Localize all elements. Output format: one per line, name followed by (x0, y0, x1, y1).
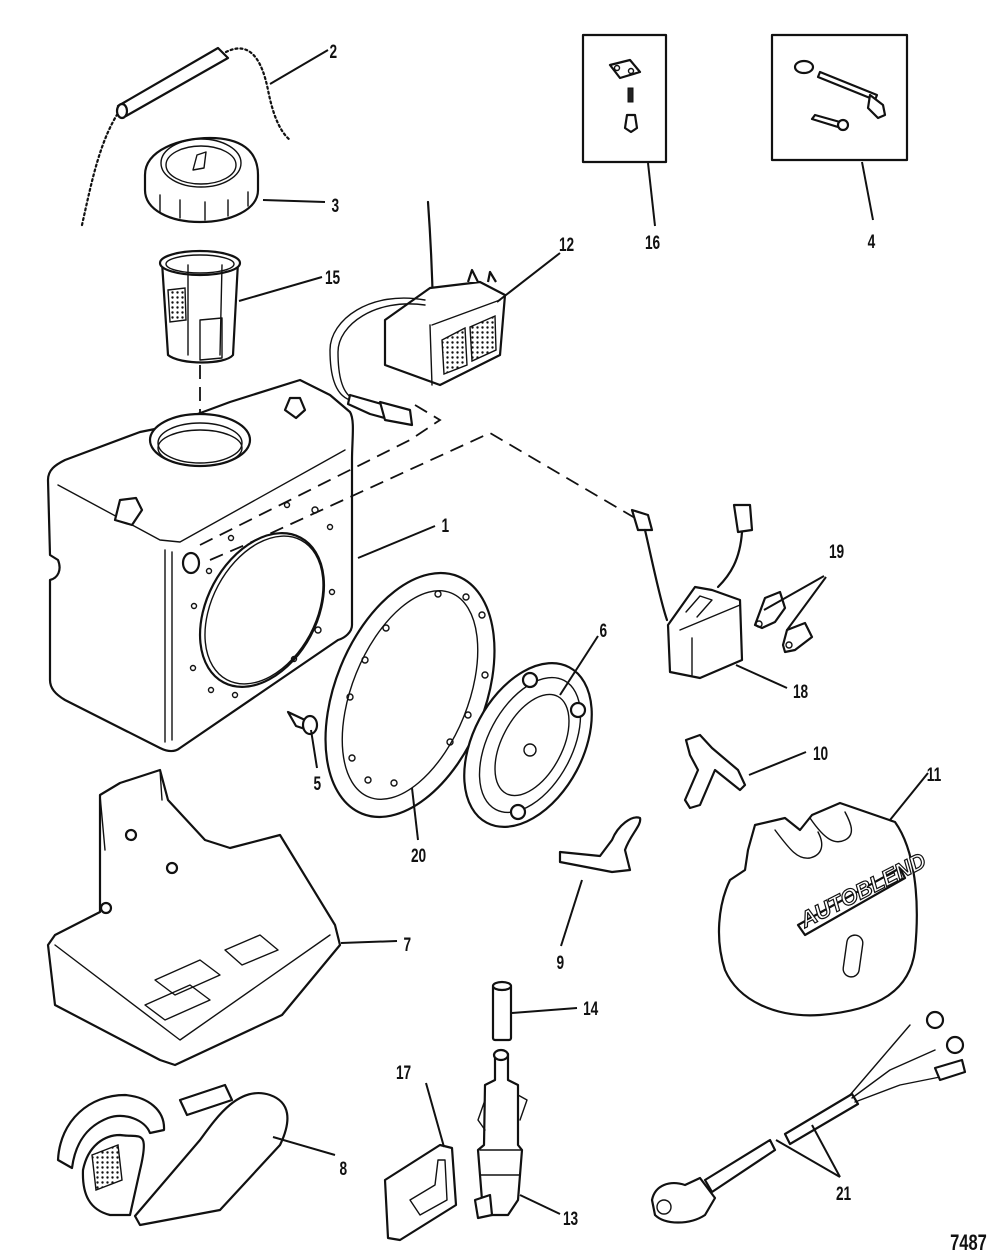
wiring-harness-part (650, 1010, 967, 1224)
filler-cap-part (143, 136, 260, 224)
valve-fitting-part (473, 1048, 528, 1220)
callout-8: 8 (339, 1158, 347, 1180)
tether-chain-part (80, 46, 292, 227)
leader-lines (238, 49, 929, 1215)
callout-6: 6 (599, 620, 607, 642)
hardware-kit-16-part (581, 33, 668, 164)
callout-3: 3 (331, 195, 339, 217)
bracket-part (683, 733, 747, 810)
filter-screen-part (158, 249, 242, 364)
callout-12: 12 (559, 234, 574, 256)
clip-part (558, 816, 642, 874)
callout-16: 16 (645, 232, 660, 254)
callout-1: 1 (441, 515, 449, 537)
callout-13: 13 (563, 1208, 578, 1230)
cover-autoblend-part: AUTOBLEND (717, 801, 931, 1017)
diaphragm-plate-part (463, 662, 593, 828)
callout-4: 4 (868, 231, 876, 253)
mounting-tray-part (46, 768, 342, 1067)
hardware-kit-4-part (770, 33, 909, 162)
screw-part (286, 710, 319, 736)
callout-20: 20 (411, 845, 426, 867)
sensor-housing-part (329, 200, 507, 427)
callout-9: 9 (556, 952, 564, 974)
drawing-number: 7487 (950, 1231, 987, 1256)
callout-10: 10 (813, 743, 828, 765)
callout-14: 14 (583, 998, 599, 1020)
callout-2: 2 (329, 41, 337, 63)
hose-sleeve-part (491, 980, 513, 1042)
callout-19: 19 (829, 541, 844, 563)
strap-part (56, 1083, 289, 1227)
callout-17: 17 (396, 1062, 411, 1084)
callout-15: 15 (325, 267, 340, 289)
callout-labels: 1 2 3 4 5 6 7 8 9 10 11 12 13 14 15 16 1… (313, 41, 941, 1230)
callout-5: 5 (313, 773, 321, 795)
callout-21: 21 (836, 1183, 851, 1205)
retainer-plate-part (383, 1143, 458, 1242)
dashed-leader-sensor (199, 404, 442, 546)
warning-module-part (630, 503, 754, 680)
callout-18: 18 (793, 681, 808, 703)
oil-tank-part (46, 378, 354, 753)
callout-11: 11 (927, 764, 941, 786)
terminal-brackets-part (753, 590, 814, 654)
callout-7: 7 (403, 934, 411, 956)
